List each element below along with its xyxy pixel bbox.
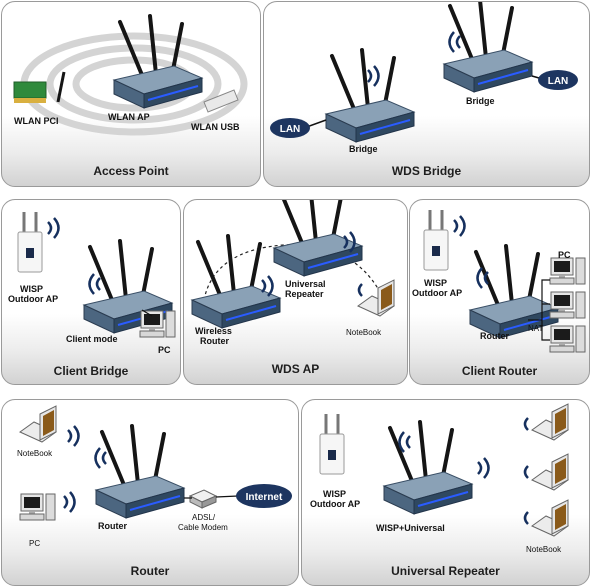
lan-left-cloud-icon: LAN [270,118,310,138]
wisp-label-line2: Outdoor AP [412,288,463,298]
left-bridge-label: Bridge [349,144,378,154]
universal-label-line1: Universal [285,279,326,289]
wisp-outdoor-ap-icon [422,208,450,272]
pc-label: PC [29,539,41,548]
wisp-label-line1: WISP [323,489,347,499]
wireless-label-line1: Wireless [195,326,232,336]
right-bridge-router-icon [442,2,534,94]
pc-icon [549,291,586,319]
adsl-modem-icon [188,489,218,509]
wisp-outdoor-ap-icon [318,412,346,476]
notebook-label: NoteBook [346,328,382,337]
wisp-label-line2: Outdoor AP [310,499,361,509]
wlan-pci-card-icon [13,71,66,103]
router-icon [94,424,186,520]
router-caption: Router [130,564,170,578]
wisp-label-line1: WISP [20,284,44,294]
wlan-ap-label: WLAN AP [108,112,150,122]
adsl-label-line1: ADSL/ [192,513,216,522]
wds-ap-diagram [190,200,395,330]
client-router-panel: WISP Outdoor AP PC Router NAT Client Rou… [409,199,590,385]
router-panel: Internet NoteBook PC Router ADSL/ Cable … [1,399,299,586]
client-mode-label: Client mode [66,334,118,344]
pc-icon [549,325,586,353]
wisp-label-line1: WISP [424,278,448,288]
router-diagram: Internet [19,405,292,521]
wireless-label-line2: Router [200,336,229,346]
pc-label: PC [158,345,171,355]
universal-label-line2: Repeater [285,289,324,299]
wds-bridge-caption: WDS Bridge [391,164,462,178]
notebook-icon [531,453,569,491]
universal-repeater-caption: Universal Repeater [391,564,500,578]
notebook-icon [19,405,57,443]
wisp-label-line2: Outdoor AP [8,294,59,304]
wds-bridge-diagram: LAN LAN [270,2,578,144]
left-bridge-router-icon [324,48,416,144]
wlan-usb-label: WLAN USB [191,122,240,132]
router-label: Router [98,521,127,531]
router-icon [468,244,560,340]
access-point-panel: WLAN PCI WLAN AP WLAN USB Access Point [1,1,261,187]
client-router-caption: Client Router [461,364,538,378]
lan-right-cloud-icon: LAN [538,70,578,90]
wisp-universal-label: WISP+Universal [376,523,445,533]
notebook-icon [531,403,569,441]
pc-icon [549,257,586,285]
pc-label: PC [558,250,571,260]
wds-ap-caption: WDS AP [271,362,320,376]
notebook-icon [531,499,569,537]
wave-icon [63,425,107,513]
client-bridge-diagram [16,210,176,338]
wisp-outdoor-ap-icon [16,210,44,274]
wave-icon [47,217,101,295]
wave-icon [453,215,489,289]
wds-ap-panel: Universal Repeater Wireless Router NoteB… [183,199,408,385]
universal-repeater-panel: WISP Outdoor AP WISP+Universal NoteBook … [301,399,590,586]
access-point-caption: Access Point [93,164,169,178]
right-bridge-label: Bridge [466,96,495,106]
wave-icon [398,417,529,525]
wireless-router-icon [190,234,282,330]
wave-icon [367,31,461,87]
wlan-pci-label: WLAN PCI [14,116,59,126]
notebook-label: NoteBook [17,449,53,458]
lan-left-label: LAN [280,124,301,135]
wds-bridge-panel: LAN LAN Bridge Bridge WDS Bridge [263,1,590,187]
access-point-diagram [13,14,248,136]
universal-repeater-diagram [318,403,569,537]
client-router-diagram [422,208,586,353]
wlan-usb-adapter-icon [203,89,239,113]
pc-icon [139,310,176,338]
notebook-label: NoteBook [526,545,562,554]
wisp-universal-router-icon [382,420,474,516]
pc-icon [19,493,56,521]
nat-label: NAT [528,324,544,333]
universal-repeater-router-icon [272,200,364,278]
internet-label: Internet [246,492,283,503]
internet-cloud-icon: Internet [236,484,292,508]
client-bridge-caption: Client Bridge [53,364,129,378]
wave-icon [261,231,363,297]
adsl-label-line2: Cable Modem [178,523,228,532]
client-bridge-panel: WISP Outdoor AP Client mode PC Client Br… [1,199,181,385]
router-label: Router [480,331,509,341]
lan-right-label: LAN [548,76,569,87]
